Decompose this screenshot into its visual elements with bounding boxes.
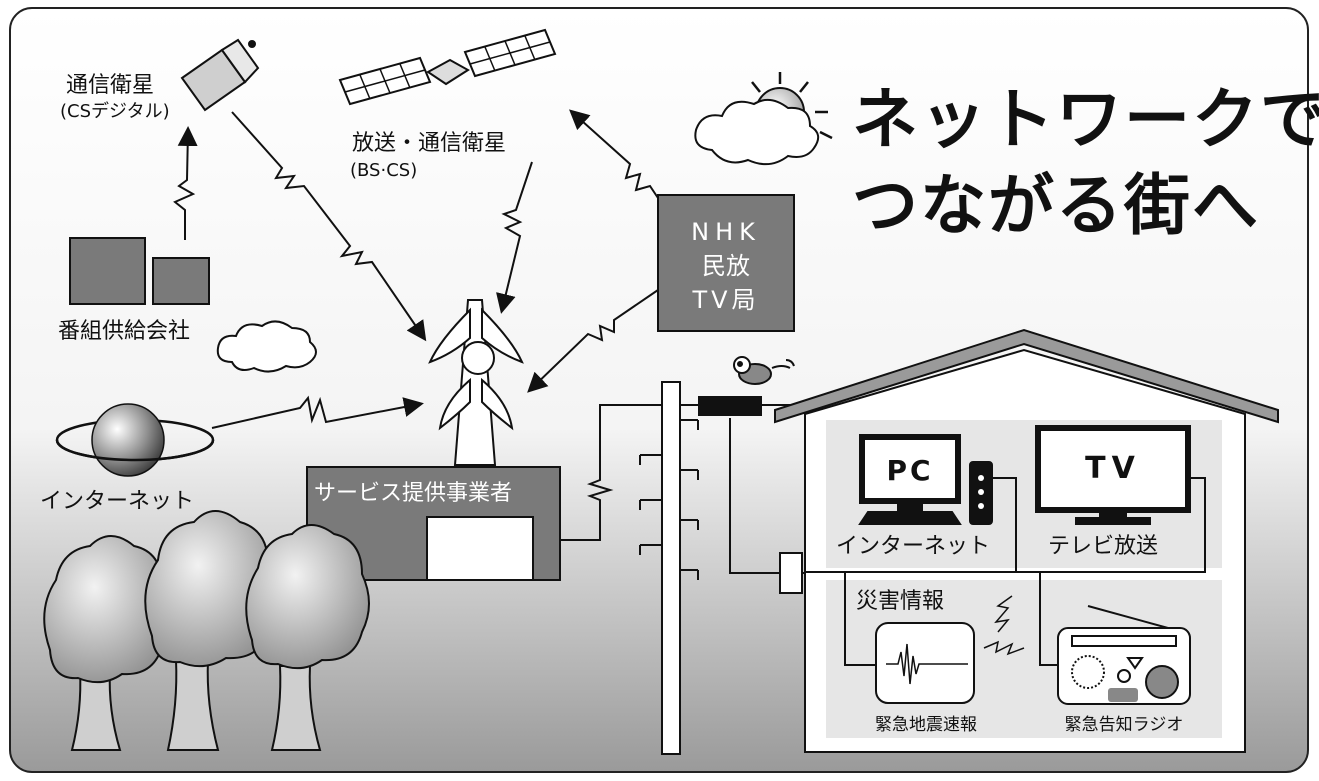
- comm-satellite-icon: [180, 38, 260, 112]
- tv-screen-label: TV: [1085, 451, 1141, 486]
- antenna-tower-icon: [428, 299, 524, 466]
- tv-caption: テレビ放送: [1048, 534, 1158, 559]
- connector-box: [698, 396, 762, 416]
- pc-icon: [858, 434, 993, 525]
- tv-icon: [1035, 425, 1191, 525]
- pc-screen-label: PC: [886, 454, 933, 487]
- internal-wiring: [805, 477, 1206, 666]
- emergency-radio-label: 緊急告知ラジオ: [1065, 715, 1184, 735]
- broadcaster-line-3: TV局: [691, 286, 759, 314]
- broadcaster-line-1: NHK: [691, 218, 761, 246]
- broadcaster-line-2: 民放: [702, 252, 750, 280]
- disaster-info-label: 災害情報: [856, 589, 944, 614]
- bs-satellite-icon: [338, 28, 557, 106]
- program-supplier-label: 番組供給会社: [58, 319, 190, 344]
- program-supplier-buildings: [69, 237, 210, 305]
- comm-satellite-sub-label: (CSデジタル): [60, 101, 170, 122]
- wireless-links: [173, 109, 659, 429]
- seismograph-icon: [875, 622, 975, 704]
- service-provider-label: サービス提供事業者: [314, 481, 512, 506]
- utility-pole: [639, 381, 699, 755]
- bird-icon: [733, 356, 795, 385]
- internet-label: インターネット: [40, 489, 194, 514]
- signal-icon: [983, 595, 1025, 656]
- cloud-icon: [216, 320, 317, 373]
- title-line-1: ネットワークで: [852, 80, 1319, 158]
- comm-satellite-label: 通信衛星: [66, 73, 154, 98]
- title-line-2: つながる街へ: [852, 166, 1260, 244]
- junction-box: [779, 552, 803, 594]
- tree-icon: [245, 524, 370, 751]
- pc-caption: インターネット: [836, 534, 990, 559]
- bs-satellite-label: 放送・通信衛星: [352, 131, 506, 156]
- broadcaster-box: [657, 194, 795, 332]
- tree-icon: [43, 535, 171, 751]
- radio-icon: [1057, 605, 1191, 705]
- tree-icon: [144, 510, 278, 751]
- bs-satellite-sub-label: (BS·CS): [350, 160, 417, 181]
- earthquake-alert-label: 緊急地震速報: [875, 715, 977, 735]
- cloud-icon: [694, 98, 820, 166]
- globe-icon: [55, 403, 215, 477]
